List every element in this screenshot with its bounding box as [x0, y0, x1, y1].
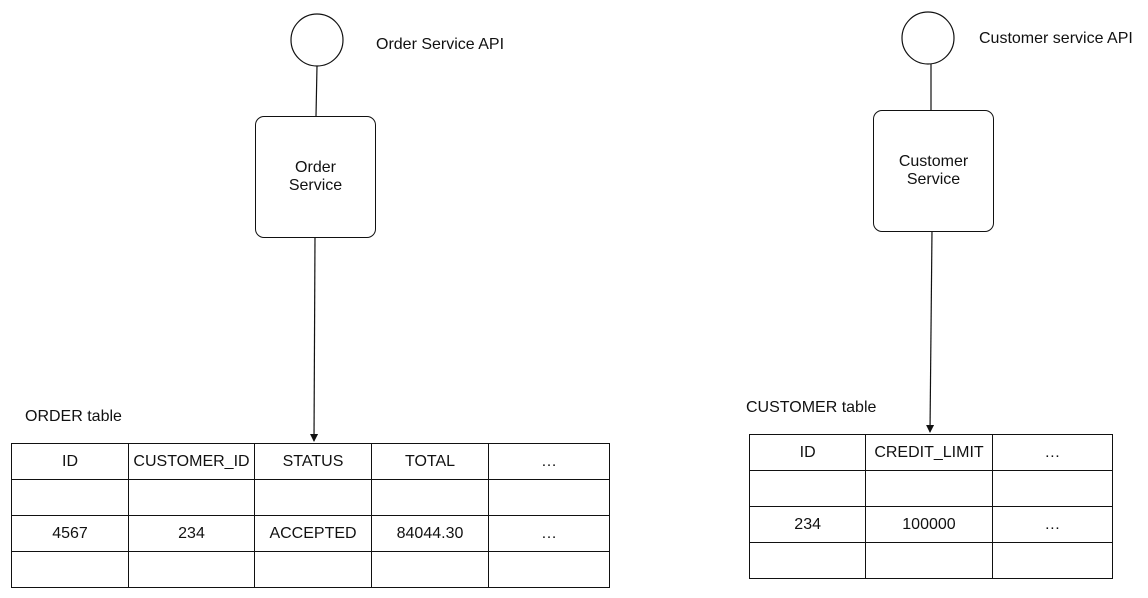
customer-table-cell [748, 542, 867, 579]
order-table-cell: CUSTOMER_ID [128, 443, 255, 480]
order-table-cell: … [488, 515, 610, 552]
customer-service-label-line2: Service [906, 171, 961, 188]
customer-table-cell: CREDIT_LIMIT [865, 434, 993, 471]
order-table-cell [371, 479, 489, 516]
order-table-cell [371, 551, 489, 588]
customer-table-cell [865, 470, 993, 507]
order-table-cell [128, 551, 255, 588]
customer-table-row [748, 470, 1114, 507]
order-table-cell: 4567 [11, 515, 129, 552]
customer-api-interface-circle [901, 11, 955, 65]
customer-table-row [748, 542, 1114, 579]
customer-table-cell [991, 470, 1114, 507]
customer-table-cell: … [991, 506, 1114, 543]
order-api-label: Order Service API [376, 36, 505, 53]
order-table-cell [128, 479, 255, 516]
customer-service-label-line1: Customer [898, 153, 969, 170]
order-service-label-line2: Service [288, 177, 343, 194]
order-table-cell: STATUS [254, 443, 372, 480]
order-table-cell [488, 479, 610, 516]
order-table-caption: ORDER table [25, 408, 122, 425]
customer-table-cell: 100000 [865, 506, 993, 543]
customer-table-caption: CUSTOMER table [746, 399, 877, 416]
order-table-row [11, 551, 610, 588]
customer-table-cell: ID [748, 434, 867, 471]
customer-table-cell [865, 542, 993, 579]
order-table-cell [254, 479, 372, 516]
order-table-cell: 234 [128, 515, 255, 552]
order-table-cell [11, 551, 129, 588]
customer-db-arrow [926, 229, 935, 433]
order-table-cell [11, 479, 129, 516]
order-db-arrow [310, 235, 319, 442]
order-table-cell: 84044.30 [371, 515, 489, 552]
customer-api-label: Customer service API [979, 30, 1133, 47]
order-table-cell [488, 551, 610, 588]
customer-table-cell [748, 470, 867, 507]
order-table-cell: … [488, 443, 610, 480]
customer-table-cell: … [991, 434, 1114, 471]
order-table-cell [254, 551, 372, 588]
order-service-box[interactable]: Order Service [255, 116, 376, 238]
order-table-row [11, 479, 610, 516]
order-table-cell: TOTAL [371, 443, 489, 480]
customer-service-box[interactable]: Customer Service [873, 110, 994, 232]
order-table-cell: ID [11, 443, 129, 480]
order-api-interface-circle [290, 13, 344, 67]
order-api-connector [315, 65, 318, 117]
customer-table-cell: 234 [748, 506, 867, 543]
order-service-label-line1: Order [295, 159, 336, 176]
order-table-cell: ACCEPTED [254, 515, 372, 552]
customer-table-cell [991, 542, 1114, 579]
